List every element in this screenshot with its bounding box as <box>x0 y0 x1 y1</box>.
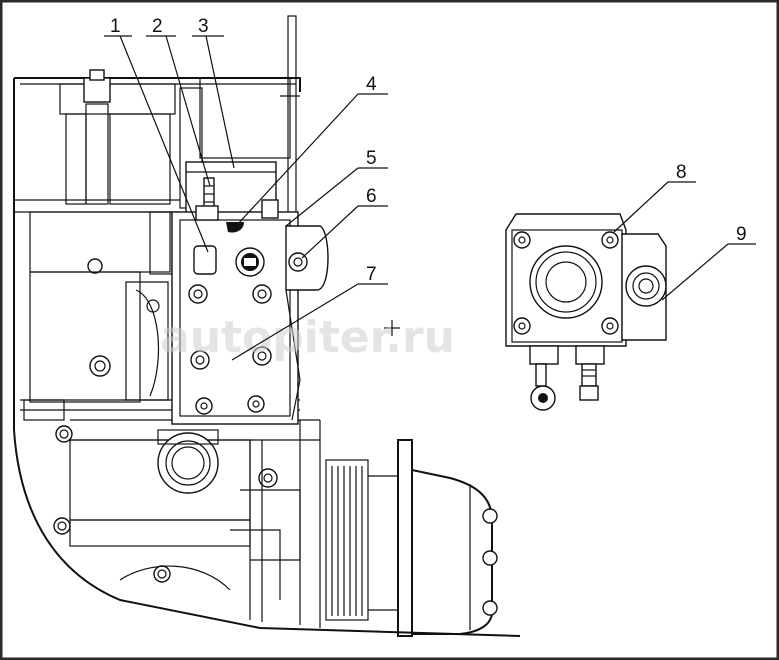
watermark-text: autopiter.ru <box>160 312 455 363</box>
pulley-assembly <box>325 439 498 637</box>
callout-5: 5 <box>366 148 377 169</box>
callout-8: 8 <box>676 162 687 183</box>
callout-6: 6 <box>366 186 377 207</box>
compressor-right-view <box>384 213 667 411</box>
compressor-left-view <box>171 161 329 425</box>
leader-lines <box>104 35 756 361</box>
callout-4: 4 <box>366 74 377 95</box>
callout-1: 1 <box>110 16 121 37</box>
callout-labels: 1 2 3 4 5 6 7 8 9 <box>110 16 747 285</box>
callout-3: 3 <box>198 16 209 37</box>
callout-2: 2 <box>152 16 163 37</box>
callout-9: 9 <box>736 224 747 245</box>
callout-7: 7 <box>366 264 377 285</box>
